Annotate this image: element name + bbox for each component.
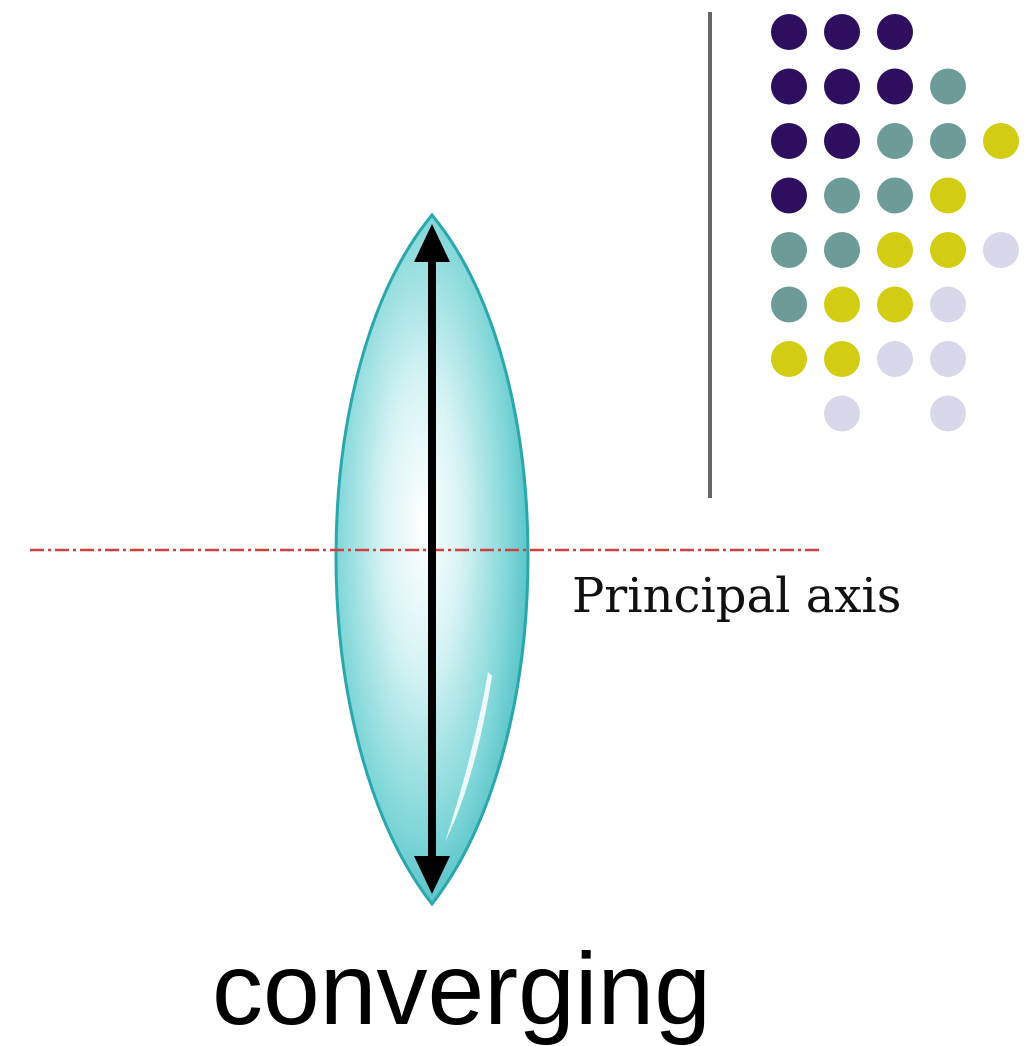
decoration-dot xyxy=(930,232,966,268)
decoration-dot xyxy=(771,123,807,159)
decoration-dot xyxy=(877,123,913,159)
decoration-dot xyxy=(983,232,1019,268)
decoration-dot xyxy=(877,14,913,50)
decoration-dot xyxy=(771,341,807,377)
decoration-dot xyxy=(771,14,807,50)
decoration-dot xyxy=(824,232,860,268)
decoration-dot xyxy=(824,395,860,432)
decoration-dot xyxy=(771,68,807,105)
decoration-dot xyxy=(877,341,913,377)
decoration-dot xyxy=(877,68,913,105)
decoration-dot xyxy=(824,286,860,323)
arrow-head-down xyxy=(414,856,450,894)
decoration-dot xyxy=(877,232,913,268)
decoration-dot-grid xyxy=(771,14,1019,432)
decoration-dot xyxy=(771,232,807,268)
lens-type-caption: converging xyxy=(212,932,711,1046)
decoration-dot xyxy=(930,341,966,377)
decoration-dot xyxy=(983,123,1019,159)
decoration-dot xyxy=(771,286,807,323)
decoration-dot xyxy=(930,395,966,432)
decoration-dot xyxy=(824,123,860,159)
lens-highlight xyxy=(445,672,492,842)
decoration-dot xyxy=(771,177,807,214)
decoration-dot xyxy=(930,177,966,214)
decoration-dot xyxy=(930,68,966,105)
decoration-dot xyxy=(824,341,860,377)
decoration-dot xyxy=(877,177,913,214)
decoration-dot xyxy=(930,123,966,159)
decoration-dot xyxy=(824,68,860,105)
arrow-head-up xyxy=(414,224,450,262)
decoration-dot xyxy=(877,286,913,323)
decoration-dot xyxy=(930,286,966,323)
decoration-dot xyxy=(824,177,860,214)
principal-axis-label: Principal axis xyxy=(572,568,902,624)
decoration-dot xyxy=(824,14,860,50)
lens-symbol-arrow xyxy=(414,224,450,894)
